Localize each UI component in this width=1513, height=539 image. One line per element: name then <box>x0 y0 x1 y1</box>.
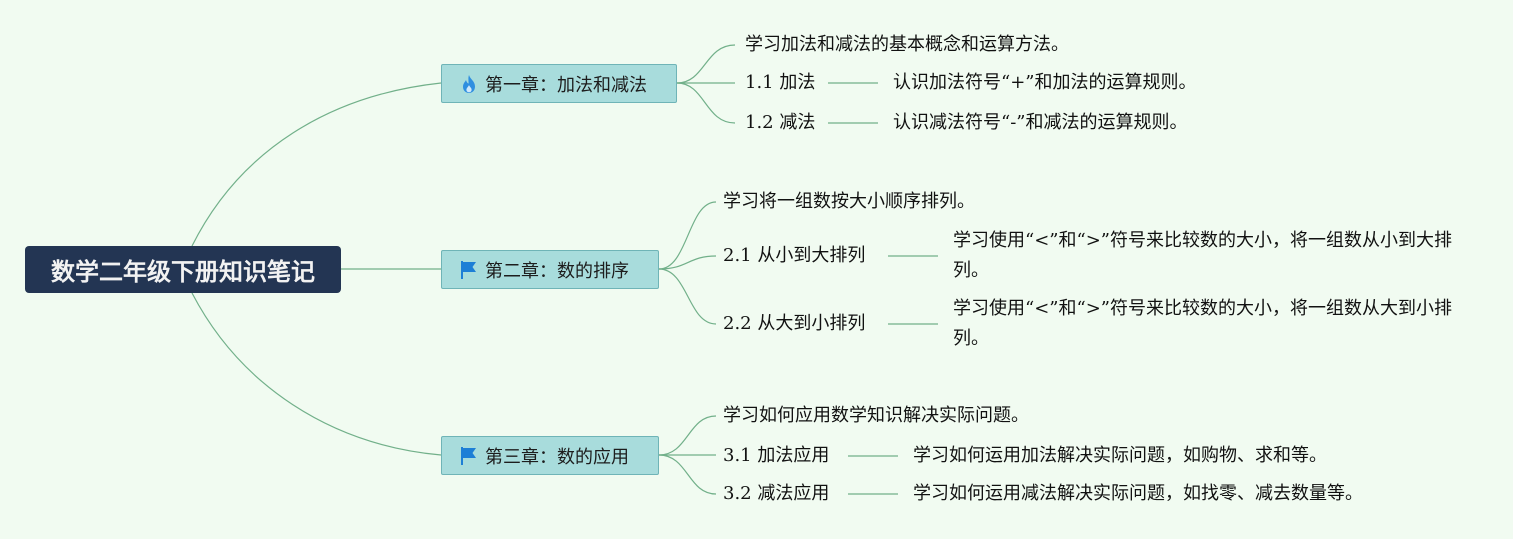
chapter-node-3[interactable]: 第三章：数的应用 <box>441 436 659 475</box>
link-ch2-summary <box>658 201 717 270</box>
chapter2-section2-title[interactable]: 2.2 从大到小排列 <box>723 313 866 334</box>
link-ch3-summary <box>658 415 717 456</box>
link-ch2-sec2 <box>658 268 717 325</box>
chapter3-section2-detail: 学习如何运用减法解决实际问题，如找零、减去数量等。 <box>913 483 1363 504</box>
chapter3-summary: 学习如何应用数学知识解决实际问题。 <box>723 405 1029 426</box>
flag-icon <box>458 259 480 281</box>
link-root-chapter3 <box>191 292 442 456</box>
chapter1-section1-detail: 认识加法符号“+”和加法的运算规则。 <box>893 72 1197 93</box>
chapter3-section1-detail: 学习如何运用加法解决实际问题，如购物、求和等。 <box>913 445 1327 466</box>
chapter2-section1-title[interactable]: 2.1 从小到大排列 <box>723 245 866 266</box>
chapter3-section2-title[interactable]: 3.2 减法应用 <box>723 483 830 504</box>
chapter-title-1: 第一章：加法和减法 <box>485 74 647 96</box>
chapter1-summary: 学习加法和减法的基本概念和运算方法。 <box>745 34 1069 55</box>
flag-icon <box>458 445 480 467</box>
chapter-title-3: 第三章：数的应用 <box>485 446 629 468</box>
link-ch1-sec2 <box>676 82 736 124</box>
chapter1-section2-detail: 认识减法符号“-”和减法的运算规则。 <box>893 112 1188 133</box>
chapter1-section2-title[interactable]: 1.2 减法 <box>745 112 816 133</box>
chapter1-section1-title[interactable]: 1.1 加法 <box>745 72 816 93</box>
fire-icon <box>458 73 480 95</box>
root-node[interactable]: 数学二年级下册知识笔记 <box>25 246 341 293</box>
chapter2-summary: 学习将一组数按大小顺序排列。 <box>723 191 975 212</box>
link-ch1-summary <box>676 44 736 84</box>
chapter2-section1-detail: 学习使用“<”和“>”符号来比较数的大小，将一组数从小到大排列。 <box>953 230 1452 281</box>
chapter-node-1[interactable]: 第一章：加法和减法 <box>441 64 677 103</box>
link-root-chapter1 <box>191 82 442 247</box>
root-title: 数学二年级下册知识笔记 <box>51 258 315 286</box>
chapter-node-2[interactable]: 第二章：数的排序 <box>441 250 659 289</box>
link-ch2-sec1 <box>658 255 717 270</box>
link-ch3-sec2 <box>658 454 717 495</box>
chapter3-section1-title[interactable]: 3.1 加法应用 <box>723 445 830 466</box>
chapter2-section2-detail: 学习使用“<”和“>”符号来比较数的大小，将一组数从大到小排列。 <box>953 298 1452 349</box>
chapter-title-2: 第二章：数的排序 <box>485 260 629 282</box>
